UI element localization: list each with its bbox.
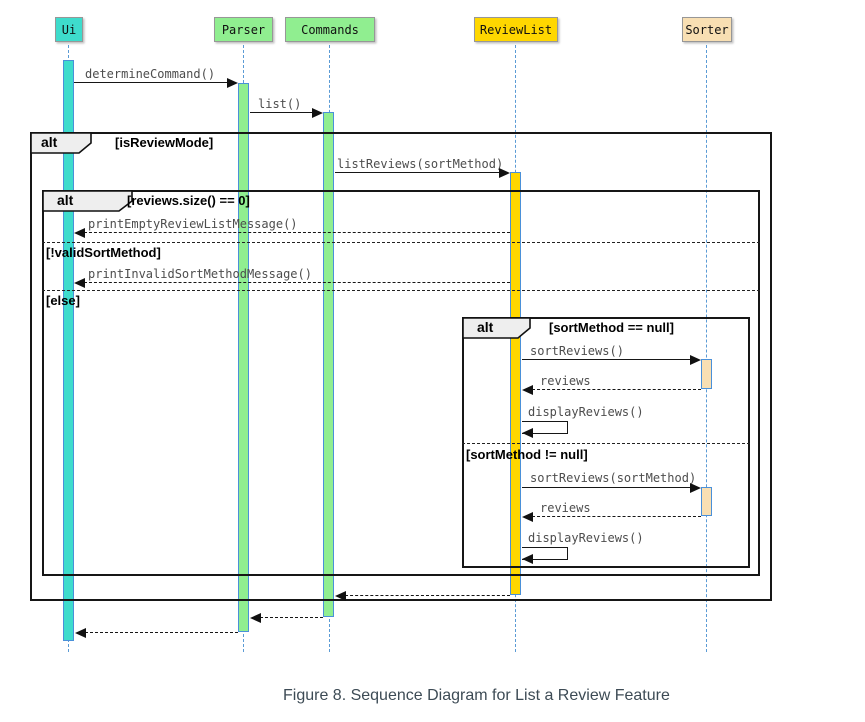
message-arrow-determine-command — [74, 82, 229, 83]
arrowhead-left-icon — [522, 428, 533, 438]
activation-ui — [63, 60, 74, 641]
message-arrow-list — [250, 112, 313, 113]
arrowhead-right-icon — [227, 78, 238, 88]
divider-else — [42, 290, 760, 291]
activation-commands — [323, 112, 334, 617]
message-label-list: list() — [258, 97, 302, 111]
return-arrow-reviewlist-commands — [345, 595, 510, 596]
arrowhead-right-icon — [690, 483, 701, 493]
activation-parser — [238, 83, 249, 632]
message-arrow-reviews-2 — [532, 516, 701, 517]
activation-sorter-1 — [701, 359, 712, 389]
divider-sort-not-null — [462, 443, 750, 444]
alt-operator-nested: alt — [57, 192, 74, 208]
alt-frame-inner — [462, 317, 750, 568]
participant-reviewlist: ReviewList — [474, 17, 558, 42]
message-label-determine-command: determineCommand() — [85, 67, 216, 81]
message-arrow-reviews-1 — [532, 389, 701, 390]
message-arrow-sort-reviews — [522, 359, 691, 360]
activation-reviewlist — [510, 172, 521, 595]
guard-is-review-mode: [isReviewMode] — [115, 135, 214, 150]
divider-invalid-sort — [42, 242, 760, 243]
participant-sorter: Sorter — [682, 17, 732, 42]
arrowhead-right-icon — [690, 355, 701, 365]
arrowhead-left-icon — [75, 628, 86, 638]
alt-pentagon-inner — [462, 317, 531, 339]
arrowhead-left-icon — [250, 613, 261, 623]
message-label-reviews-1: reviews — [540, 374, 591, 388]
guard-reviews-size-0: [reviews.size() == 0] — [127, 193, 250, 208]
alt-operator-inner: alt — [477, 319, 494, 335]
message-label-list-reviews: listReviews(sortMethod) — [337, 157, 504, 171]
self-message-display-reviews-1 — [522, 421, 568, 434]
arrowhead-left-icon — [335, 591, 346, 601]
message-label-print-empty: printEmptyReviewListMessage() — [88, 217, 298, 231]
arrowhead-left-icon — [74, 278, 85, 288]
self-message-display-reviews-2 — [522, 547, 568, 560]
activation-sorter-2 — [701, 487, 712, 516]
arrowhead-left-icon — [522, 512, 533, 522]
return-arrow-parser-ui — [85, 632, 238, 633]
participant-ui: Ui — [55, 17, 83, 42]
message-label-sort-reviews: sortReviews() — [530, 344, 624, 358]
arrowhead-left-icon — [522, 554, 533, 564]
alt-pentagon-nested — [42, 190, 133, 212]
figure-caption: Figure 8. Sequence Diagram for List a Re… — [283, 687, 670, 704]
message-arrow-print-invalid — [84, 282, 510, 283]
arrowhead-right-icon — [499, 168, 510, 178]
participant-parser: Parser — [214, 17, 273, 42]
arrowhead-right-icon — [312, 108, 323, 118]
message-arrow-sort-reviews-method — [522, 487, 691, 488]
message-arrow-print-empty — [84, 232, 510, 233]
message-label-print-invalid: printInvalidSortMethodMessage() — [88, 267, 312, 281]
message-label-sort-reviews-method: sortReviews(sortMethod) — [530, 471, 697, 485]
participant-commands: Commands — [285, 17, 375, 42]
guard-else: [else] — [46, 293, 80, 308]
alt-frame-outer — [30, 132, 772, 601]
message-label-reviews-2: reviews — [540, 501, 591, 515]
message-label-display-reviews-2: displayReviews() — [528, 531, 644, 545]
arrowhead-left-icon — [522, 385, 533, 395]
alt-pentagon-outer — [30, 132, 92, 154]
guard-invalid-sort-method: [!validSortMethod] — [46, 245, 161, 260]
message-label-display-reviews-1: displayReviews() — [528, 405, 644, 419]
alt-frame-nested — [42, 190, 760, 576]
return-arrow-commands-parser — [260, 617, 323, 618]
message-arrow-list-reviews — [335, 172, 500, 173]
arrowhead-left-icon — [74, 228, 85, 238]
lifeline-sorter — [706, 45, 707, 652]
guard-sortmethod-null: [sortMethod == null] — [549, 320, 674, 335]
alt-operator-outer: alt — [41, 134, 58, 150]
guard-sortmethod-not-null: [sortMethod != null] — [466, 447, 588, 462]
